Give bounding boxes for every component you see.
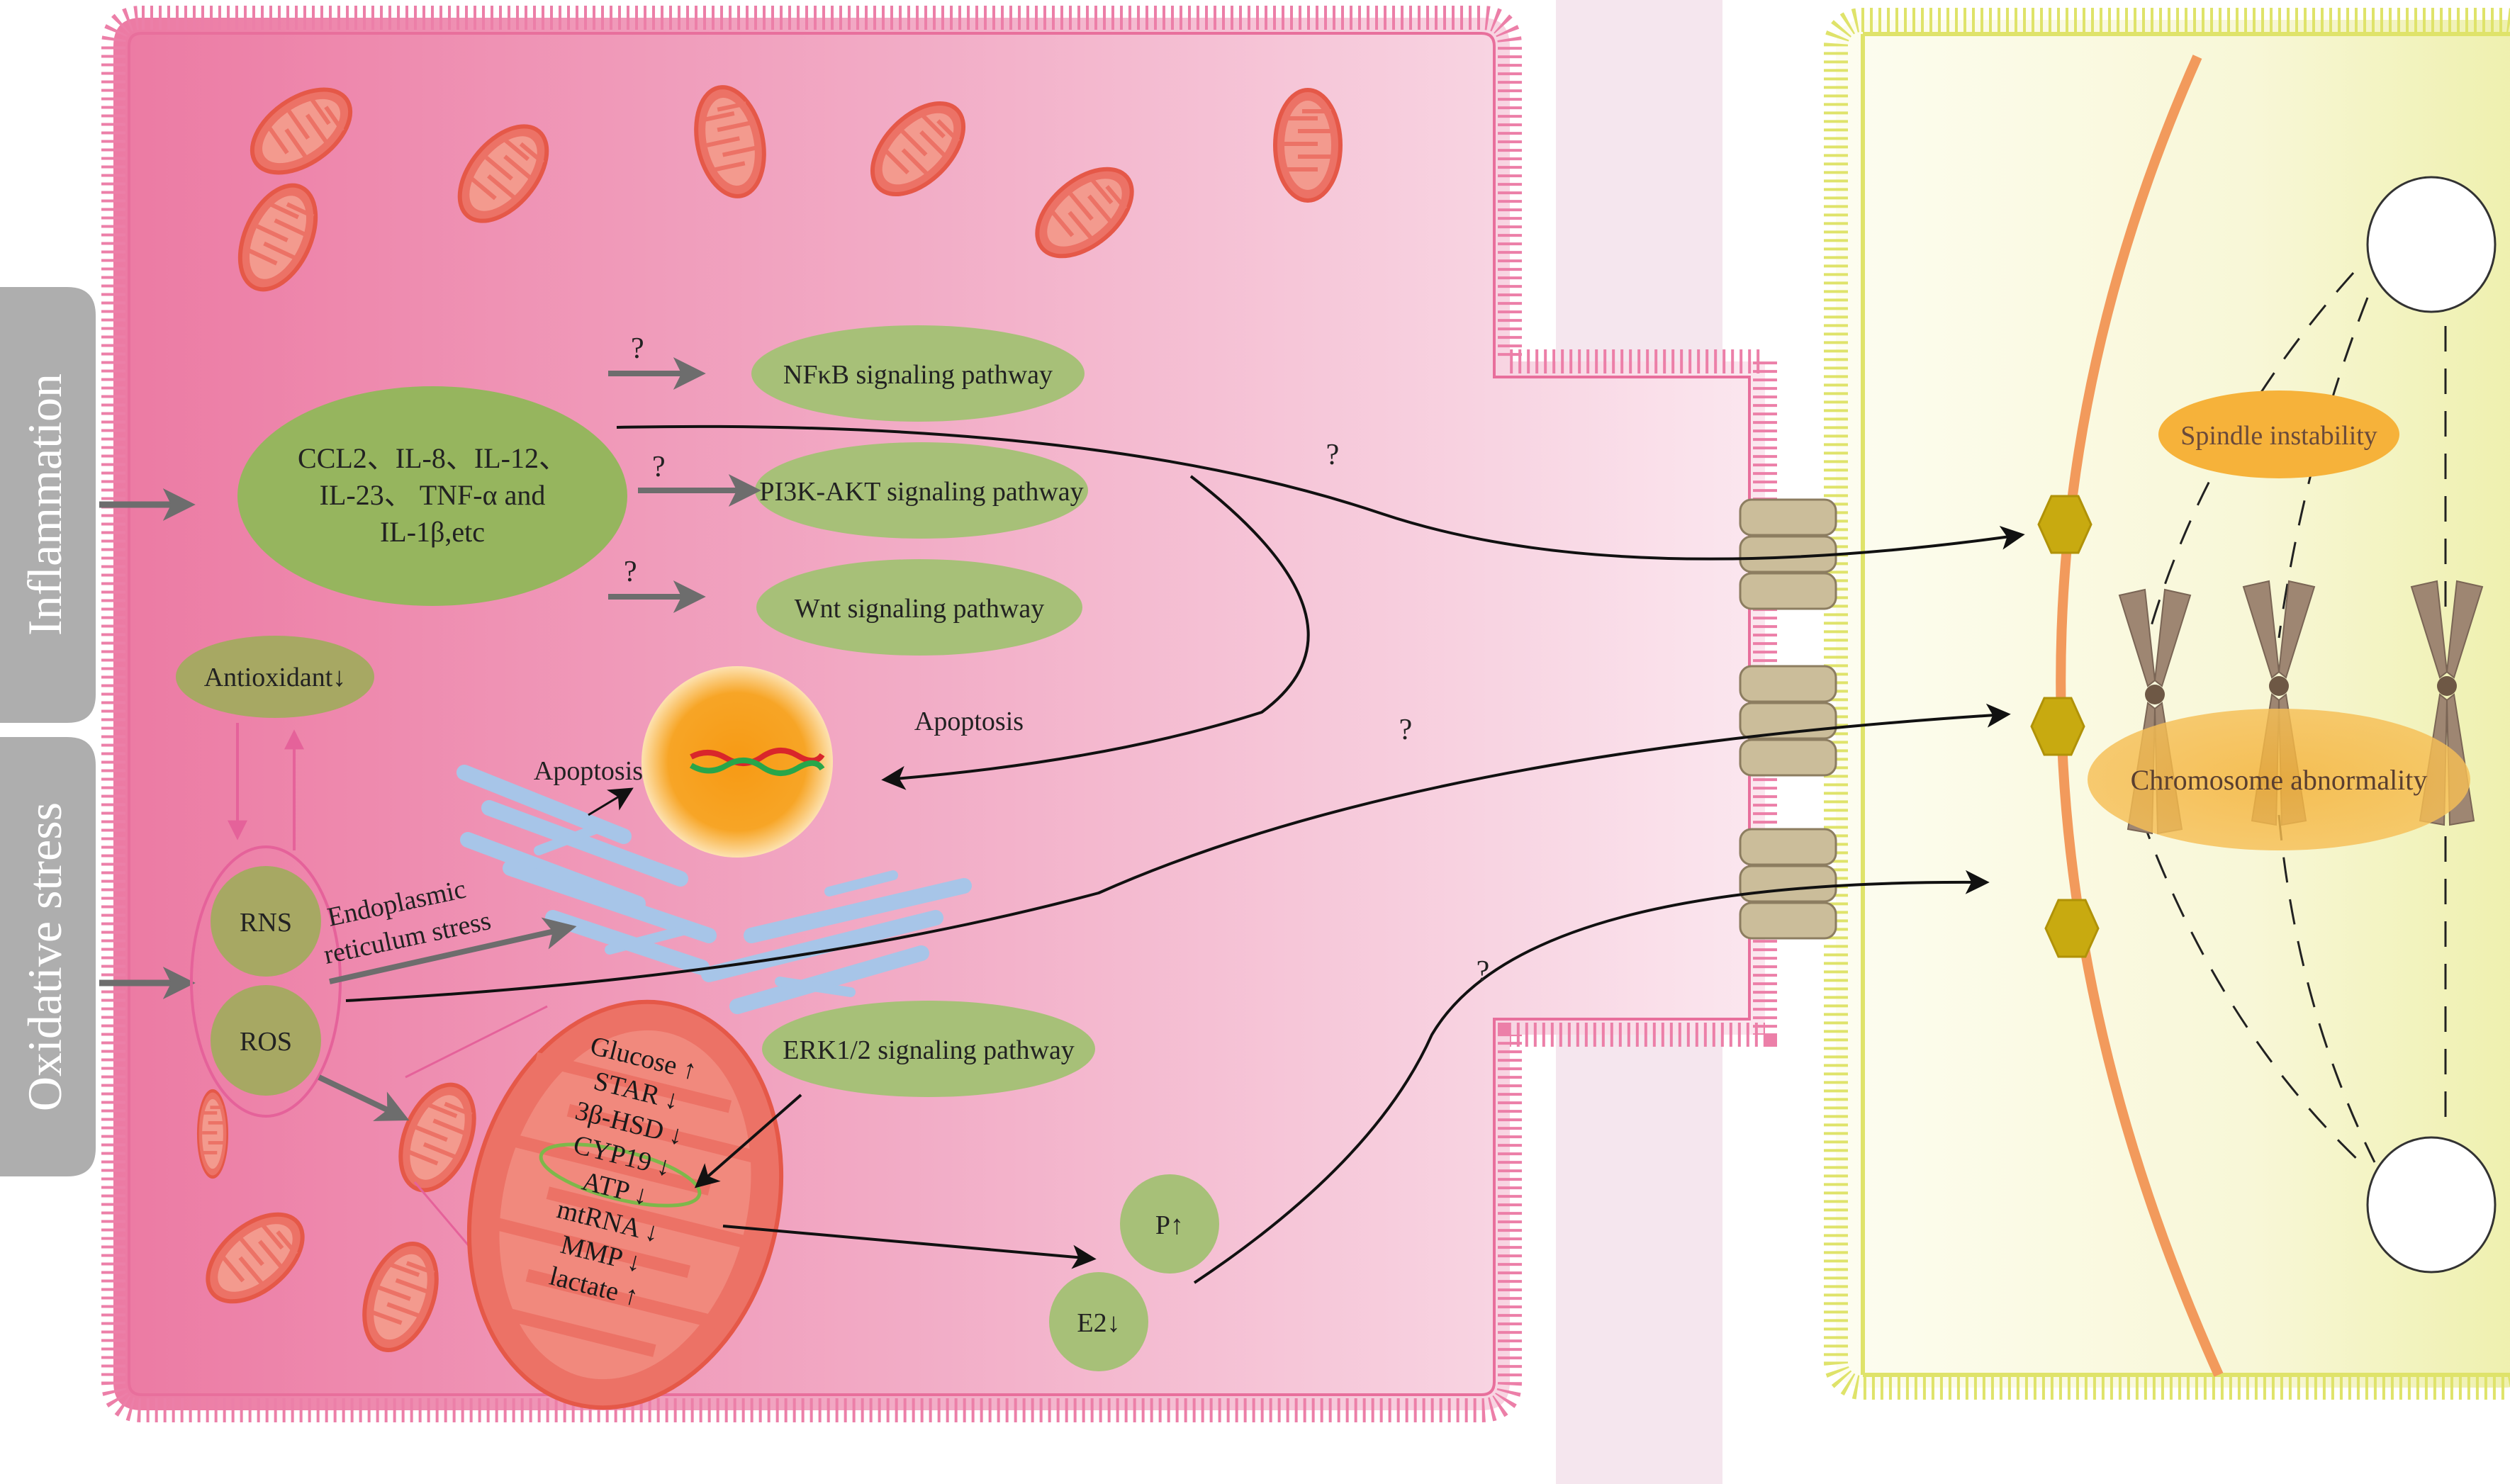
cytokine-oval: CCL2、IL-8、IL-12、 IL-23、 TNF-α and IL-1β,… — [237, 386, 627, 606]
spindle-instability-label: Spindle instability — [2180, 421, 2377, 451]
ros-to-mito-arrow — [318, 1074, 410, 1121]
pi3k-label: PI3K-AKT signaling pathway — [759, 477, 1083, 507]
cytokine-line-3: IL-1β,etc — [380, 516, 485, 548]
question-hormone-oocyte: ? — [1477, 955, 1490, 988]
antioxidant-label: Antioxidant↓ — [204, 663, 347, 692]
erk-label: ERK1/2 signaling pathway — [783, 1035, 1075, 1065]
granulosa-cell — [101, 6, 1777, 1422]
wnt-label: Wnt signaling pathway — [795, 594, 1044, 624]
er-stress-arrow — [329, 917, 577, 984]
nucleus — [641, 666, 833, 858]
e2-circle: E2↓ — [1049, 1272, 1148, 1371]
cytokine-line-2: IL-23、 TNF-α and — [320, 479, 546, 511]
spindle-label-bg — [2158, 390, 2399, 478]
oxidative-stress-label: Oxidative stress — [18, 802, 72, 1111]
question-wnt: ? — [624, 556, 637, 588]
apoptosis-label-right: Apoptosis — [914, 707, 1024, 736]
antioxidant-oval: Antioxidant↓ — [176, 636, 374, 718]
oxidative-stress-tab: Oxidative stress — [0, 737, 96, 1176]
rns-circle: RNS — [211, 866, 321, 977]
pi3k-pathway: PI3K-AKT signaling pathway — [755, 442, 1088, 539]
question-pi3k: ? — [652, 451, 666, 483]
p-label: P↑ — [1155, 1210, 1184, 1240]
chromosome-abnormality-label: Chromosome abnormality — [2131, 764, 2428, 796]
oocyte: Spindle instability Chromosome abnormali… — [1824, 8, 2510, 1400]
p-circle: P↑ — [1120, 1174, 1219, 1274]
cytokine-to-oocyte-arrow — [616, 425, 2025, 561]
erk-pathway: ERK1/2 signaling pathway — [762, 1001, 1095, 1097]
apoptosis-left-arrow — [588, 787, 634, 816]
inflammation-label: Inflammation — [18, 373, 72, 636]
spindle-pole-top — [2366, 176, 2497, 313]
hormone-to-oocyte-arrow — [1193, 870, 1990, 1284]
e2-label: E2↓ — [1077, 1308, 1120, 1338]
erk-to-cyp19-arrow — [694, 1094, 802, 1188]
cyp19-highlight-ring — [539, 1142, 702, 1208]
inflammation-tab: Inflammation — [0, 287, 96, 723]
spindle-pole-bottom — [2366, 1136, 2497, 1274]
rns-label: RNS — [240, 908, 292, 938]
question-ros-oocyte: ? — [1399, 714, 1413, 746]
enlarged-mitochondrion — [466, 999, 784, 1410]
dna-strand-green — [689, 758, 825, 776]
ros-circle: ROS — [211, 985, 321, 1096]
gap-junctions — [1739, 498, 1837, 940]
cytokine-line-1: CCL2、IL-8、IL-12、 — [298, 442, 567, 474]
question-cytokine-oocyte: ? — [1326, 439, 1340, 471]
cell-membrane — [101, 6, 1777, 1422]
question-nfkb: ? — [631, 332, 644, 365]
pi3k-to-nucleus-arrow — [881, 475, 1310, 790]
dna-strand-red — [690, 748, 825, 766]
oocyte-receptors — [2030, 495, 2100, 958]
apoptosis-label-left: Apoptosis — [534, 756, 643, 786]
chromosome-label-bg — [2088, 709, 2470, 850]
endoplasmic-reticulum — [456, 765, 972, 1014]
mito-to-hormones-arrow — [722, 1225, 1097, 1269]
zoom-line-top — [405, 1005, 548, 1079]
nfkb-pathway: NFκB signaling pathway — [751, 325, 1085, 422]
wnt-pathway: Wnt signaling pathway — [756, 559, 1082, 656]
nfkb-label: NFκB signaling pathway — [783, 360, 1053, 390]
ros-label: ROS — [240, 1027, 292, 1057]
ros-to-oocyte-arrow — [345, 703, 2011, 1002]
